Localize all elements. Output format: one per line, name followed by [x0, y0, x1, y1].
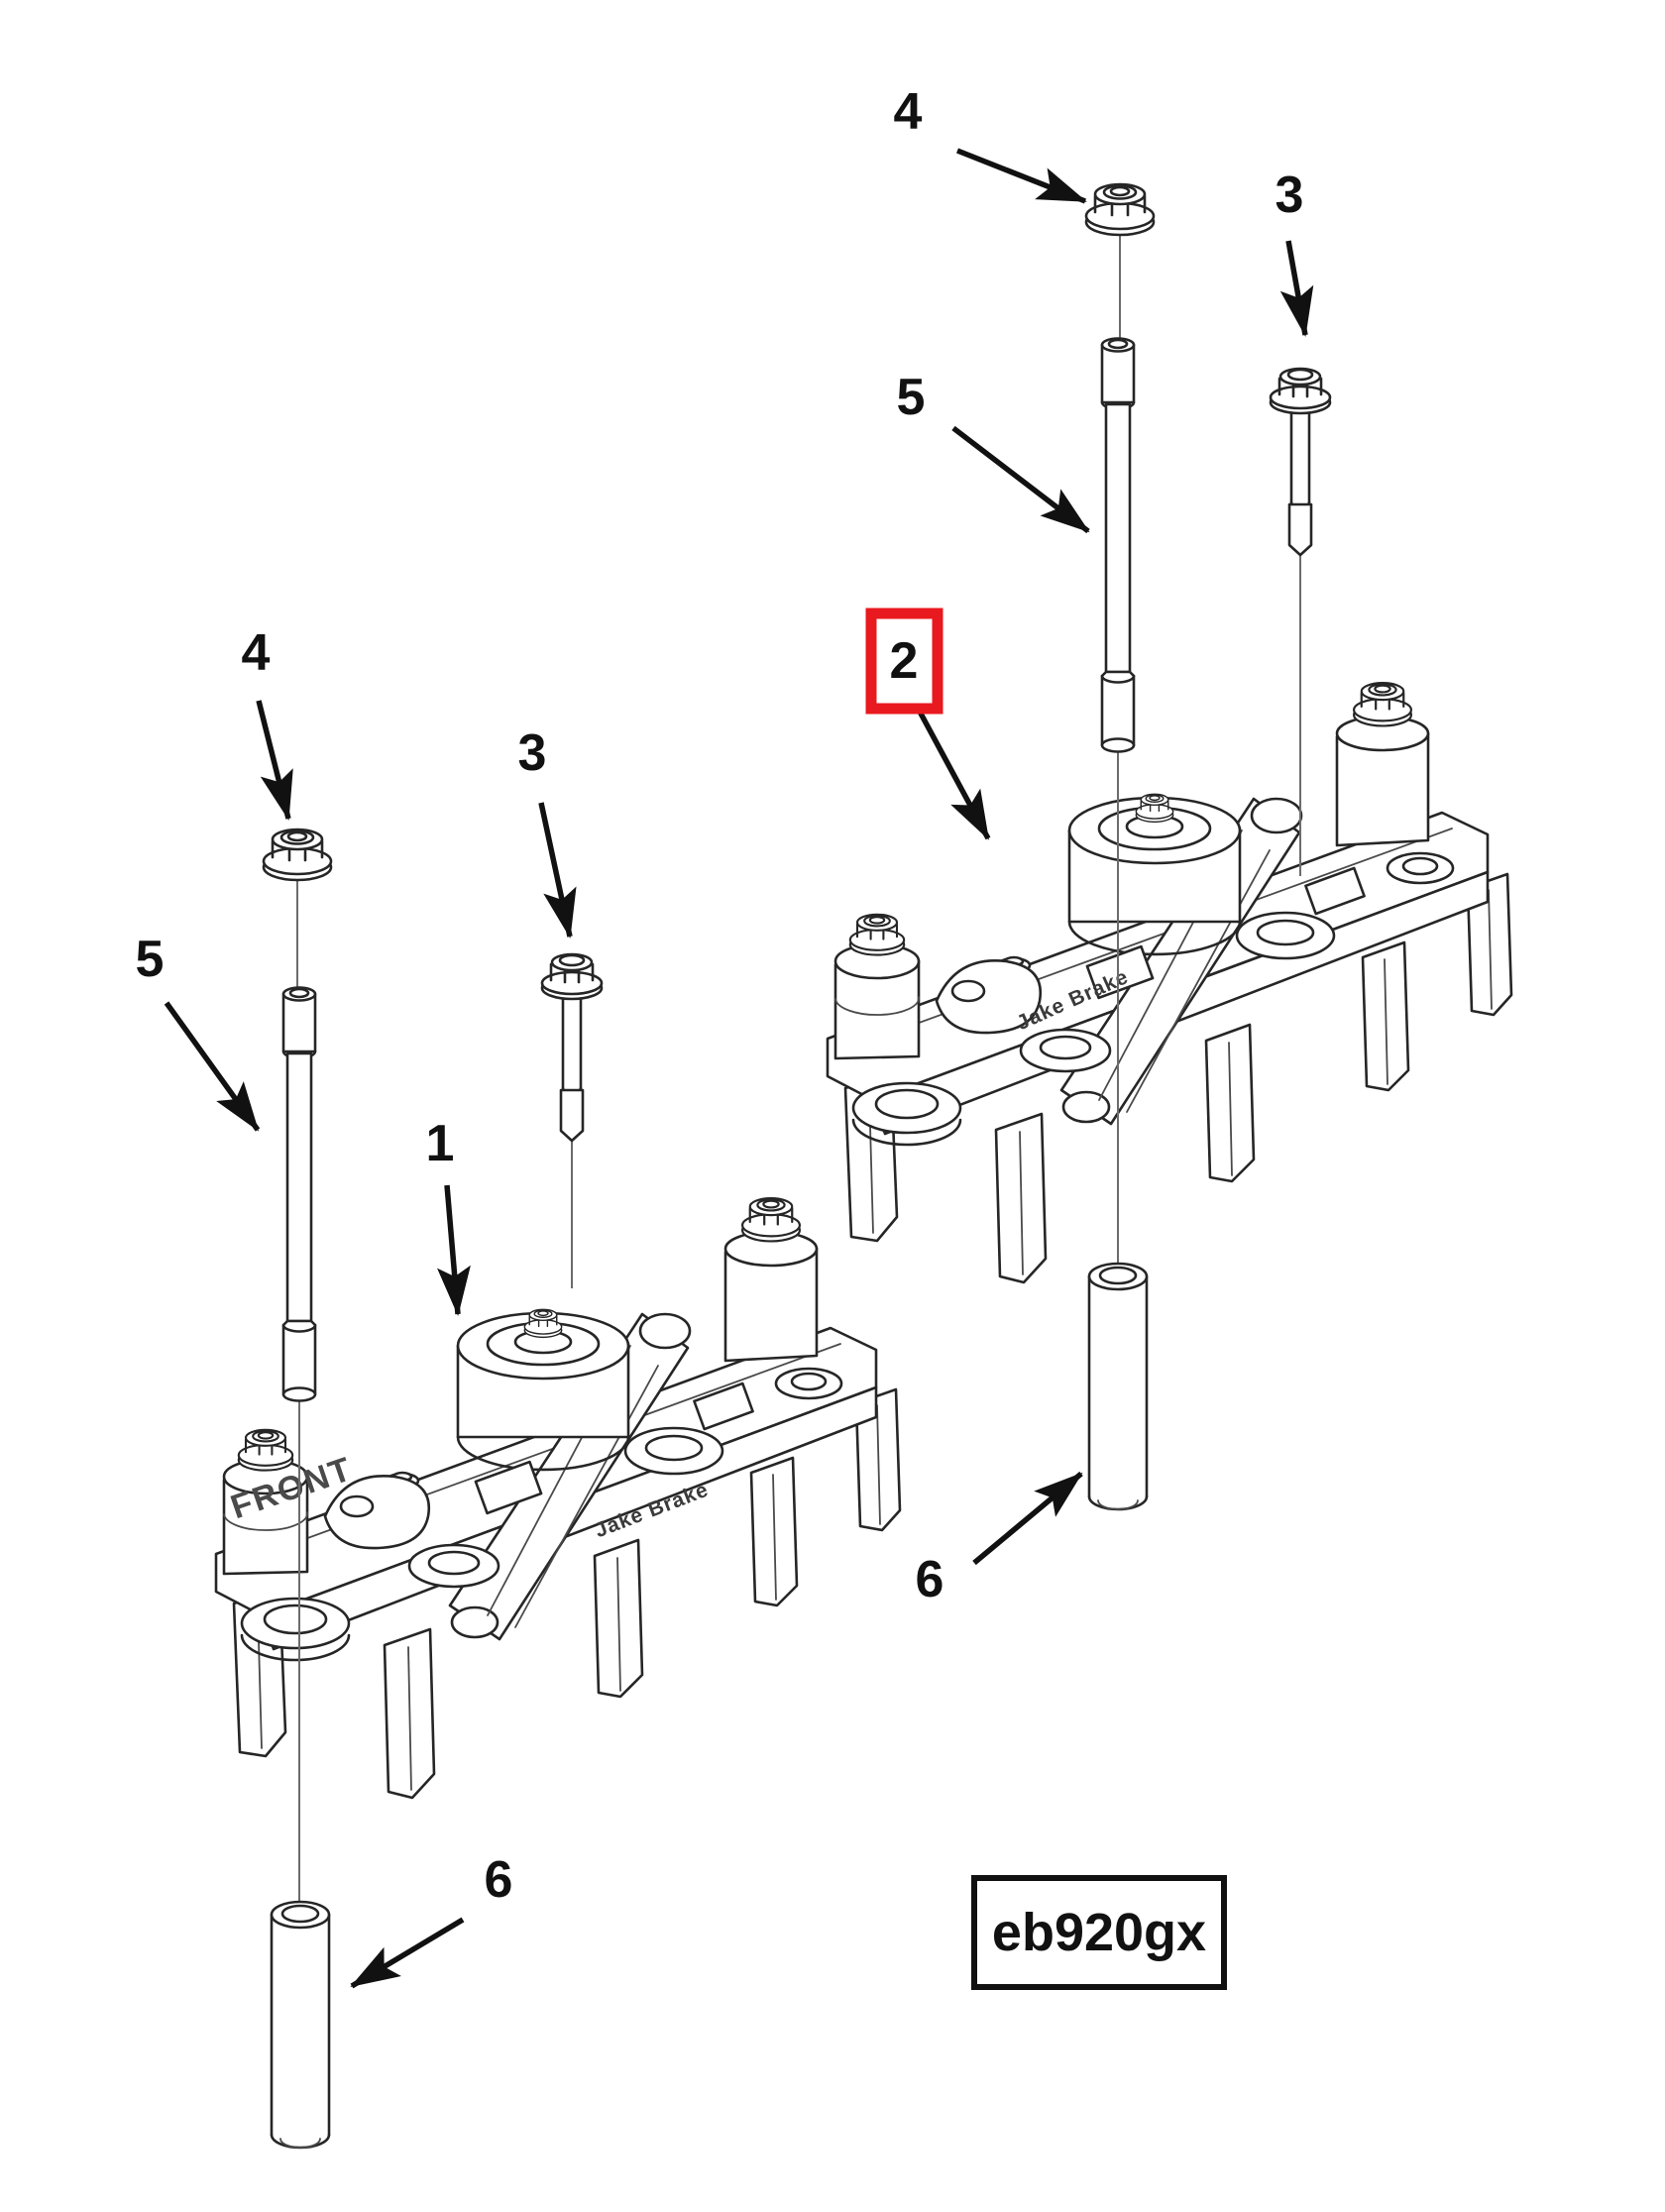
callout-5-upper[interactable]: 5 [897, 369, 926, 426]
callout-3-left[interactable]: 3 [518, 724, 547, 782]
figure-code-box: eb920gx [971, 1875, 1227, 1990]
callout-3-top-right[interactable]: 3 [1276, 166, 1304, 224]
mounting-stud-upper [1100, 337, 1136, 753]
spacer-tube-bottom-left [270, 1900, 331, 2150]
highlight-box [865, 608, 944, 715]
flange-nut-left [262, 828, 333, 882]
callout-2-highlighted[interactable]: 2 [865, 608, 944, 715]
mounting-stud-left [281, 986, 317, 1402]
flange-nut-upper [1084, 182, 1156, 237]
callout-5-left[interactable]: 5 [136, 931, 165, 988]
callout-6-right[interactable]: 6 [916, 1551, 944, 1608]
callout-2-label: 2 [890, 632, 919, 690]
assembly-centerlines [296, 236, 1301, 1907]
figure-code-border [971, 1875, 1227, 1990]
callout-1[interactable]: 1 [426, 1115, 455, 1172]
spacer-tube-right [1087, 1262, 1149, 1511]
hex-bolt-left [540, 952, 604, 1143]
callout-arrows [164, 148, 1314, 1989]
rocker-assembly-upper: Jake Brake [828, 683, 1511, 1282]
rocker-assembly-lower: FRONT Jake Brake [216, 1198, 900, 1798]
hex-bolt-upper-right [1269, 367, 1332, 557]
callout-4-top[interactable]: 4 [894, 83, 923, 141]
callout-4-left[interactable]: 4 [242, 624, 271, 682]
figure-code-label: eb920gx [992, 1903, 1206, 1962]
callout-6-bottom-left[interactable]: 6 [485, 1851, 513, 1909]
